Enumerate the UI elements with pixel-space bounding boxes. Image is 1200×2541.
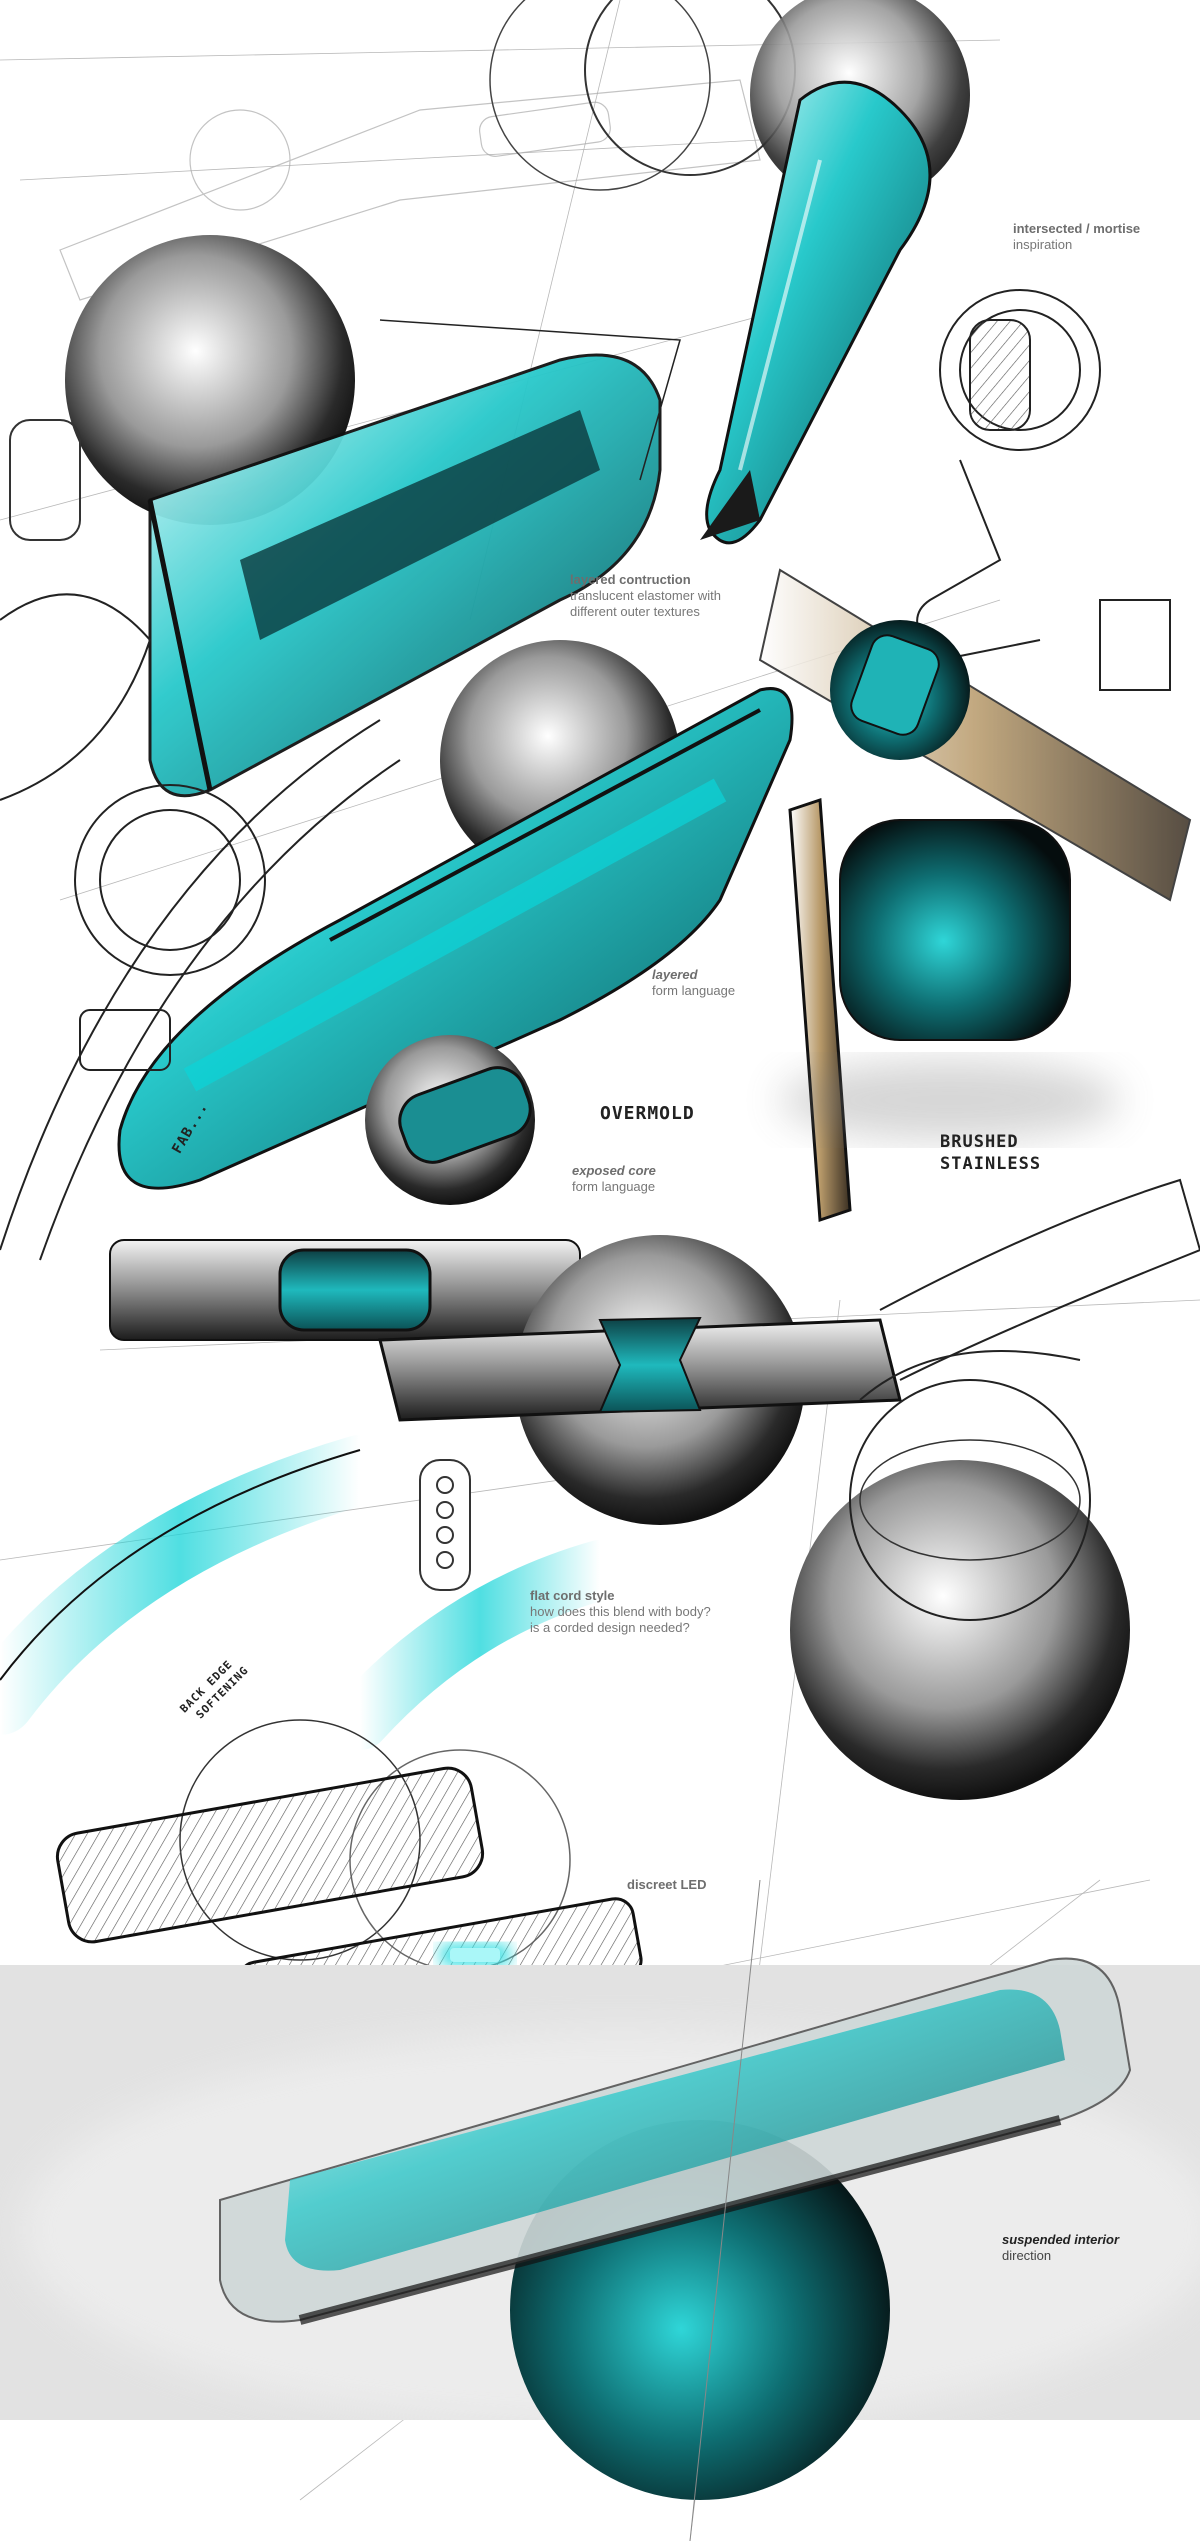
handset-layered-center <box>117 640 794 1190</box>
handset-main-upper <box>0 235 681 801</box>
stainless-bar-earcup <box>780 797 1120 1223</box>
annotation-title: layered contruction <box>570 572 691 587</box>
handwriting-stainless: STAINLESS <box>940 1154 1042 1174</box>
annotation-body: direction <box>1002 2248 1052 2263</box>
annotation-exposed-core: exposed core form language <box>572 1163 656 1195</box>
annotation-intersected: intersected / mortise inspiration <box>1013 221 1140 253</box>
annotation-suspended-interior: suspended interior direction <box>1002 2232 1119 2264</box>
annotation-title: exposed core <box>572 1163 656 1178</box>
annotation-body: how does this blend with body? <box>530 1604 711 1619</box>
annotation-layered-form: layered form language <box>652 967 735 999</box>
overmold-oval <box>365 1035 535 1205</box>
flat-cord <box>0 1435 630 1750</box>
annotation-body: different outer textures <box>570 604 700 619</box>
suspended-interior-render <box>219 1957 1132 2500</box>
handwriting-overmold: OVERMOLD <box>600 1103 695 1124</box>
annotation-body: form language <box>572 1179 656 1194</box>
sphere-sketch-right <box>790 1350 1130 1800</box>
handset-top-right <box>489 0 970 545</box>
annotation-title: flat cord style <box>530 1588 615 1603</box>
mortise-detail <box>916 289 1171 691</box>
annotation-body: form language <box>652 983 736 998</box>
ghost-sketch-top <box>59 79 761 301</box>
annotation-body: inspiration <box>1013 237 1073 252</box>
annotation-body: translucent elastomer with <box>570 588 722 603</box>
bronze-band-puck <box>758 568 1192 902</box>
annotation-layered-construction: layered contruction translucent elastome… <box>570 572 721 620</box>
annotation-title: layered <box>652 967 698 982</box>
annotation-discreet-led: discreet LED <box>627 1877 706 1893</box>
annotation-title: discreet LED <box>627 1877 707 1892</box>
exposed-core-bars <box>109 1178 1200 1525</box>
annotation-flat-cord: flat cord style how does this blend with… <box>530 1588 711 1636</box>
annotation-title: intersected / mortise <box>1013 221 1141 236</box>
annotation-body: is a corded design needed? <box>530 1620 690 1635</box>
handwriting-brushed: BRUSHED <box>940 1132 1019 1152</box>
annotation-title: suspended interior <box>1002 2232 1120 2247</box>
curve-outline-left <box>0 719 401 1261</box>
